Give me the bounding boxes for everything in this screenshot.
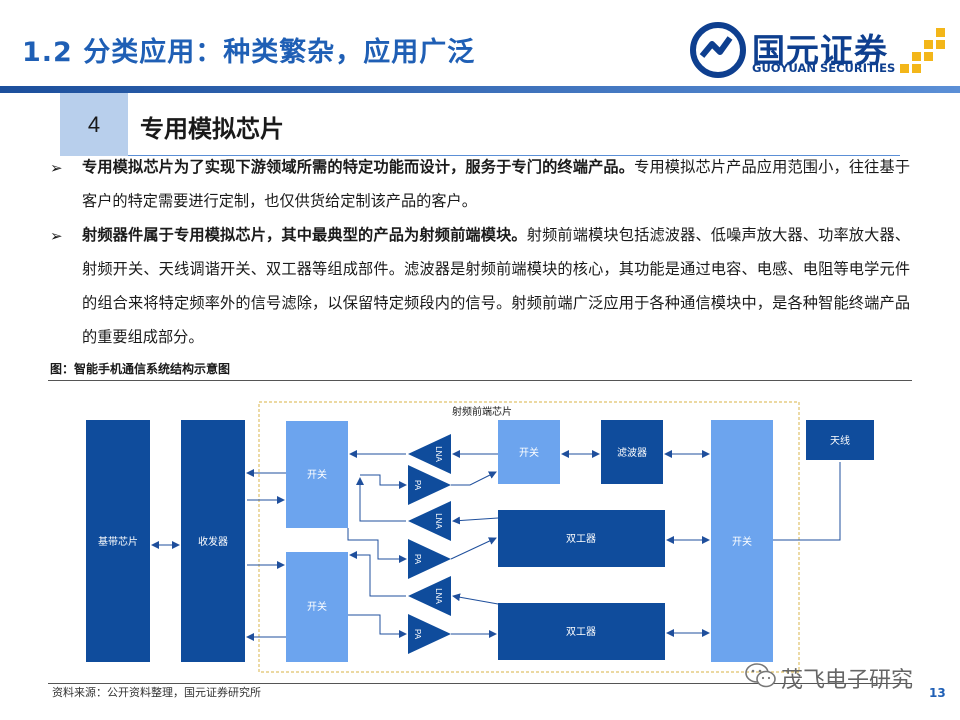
paragraph-2-text: 射频前端模块包括滤波器、低噪声放大器、功率放大器、射频开关、天线调谐开关、双工器… xyxy=(82,226,911,346)
filter-label: 滤波器 xyxy=(617,446,647,459)
section-number: 4 xyxy=(87,111,101,137)
pa-1: PA xyxy=(408,465,451,505)
pa-3-label: PA xyxy=(413,629,422,640)
lna-1: LNA xyxy=(408,434,451,474)
page-number: 13 xyxy=(929,686,946,700)
switch-2-block xyxy=(286,552,348,662)
switch-4-label: 开关 xyxy=(732,535,752,548)
baseband-block xyxy=(86,420,150,662)
duplexer-2-label: 双工器 xyxy=(566,626,596,638)
section-underline xyxy=(128,155,900,156)
watermark-text: 茂飞电子研究 xyxy=(781,668,914,693)
lna-3: LNA xyxy=(408,576,451,616)
transceiver-block xyxy=(181,420,245,662)
transceiver-label: 收发器 xyxy=(198,535,228,548)
figure-caption: 图：智能手机通信系统结构示意图 xyxy=(50,362,231,376)
rf-frontend-label: 射频前端芯片 xyxy=(452,405,512,418)
switch-3-block xyxy=(498,420,560,484)
switch-4-block xyxy=(711,420,773,662)
section-title: 专用模拟芯片 xyxy=(140,115,284,143)
rf-frontend-boundary xyxy=(258,401,800,673)
pa-2: PA xyxy=(408,539,451,579)
switch-2-label: 开关 xyxy=(307,600,327,613)
section-number-box: 4 xyxy=(60,93,128,156)
duplexer-1-block xyxy=(498,510,665,567)
paragraph-2-bold: 射频器件属于专用模拟芯片，其中最典型的产品为射频前端模块。 xyxy=(82,226,527,244)
antenna-label: 天线 xyxy=(830,434,850,447)
figure-caption-line xyxy=(48,380,912,381)
duplexer-2-block xyxy=(498,603,665,660)
filter-block xyxy=(601,420,663,484)
lna-3-label: LNA xyxy=(434,588,443,604)
logo-dots-icon xyxy=(900,28,945,73)
bullet-arrow-icon: ➢ xyxy=(50,227,63,245)
paragraph-1: 专用模拟芯片为了实现下游领域所需的特定功能而设计，服务于专门的终端产品。专用模拟… xyxy=(82,150,910,218)
wechat-icon xyxy=(745,663,776,688)
logo-mark-icon xyxy=(690,22,746,78)
logo-chinese-name: 国元证券 xyxy=(752,31,888,70)
paragraph-2: 射频器件属于专用模拟芯片，其中最典型的产品为射频前端模块。射频前端模块包括滤波器… xyxy=(82,218,910,354)
rf-system-diagram: 射频前端芯片 基带芯片 收发器 开关 开关 开关 滤波器 双工器 双工器 开关 … xyxy=(86,401,874,673)
paragraph-1-text: 专用模拟芯片产品应用范围小，往往基于客户的特定需要进行定制，也仅供货给定制该产品… xyxy=(82,158,911,210)
lna-1-label: LNA xyxy=(434,446,443,462)
lna-2: LNA xyxy=(408,501,451,541)
header-divider-bar xyxy=(0,86,960,93)
diagram-connectors xyxy=(151,450,841,641)
switch-3-label: 开关 xyxy=(519,446,539,459)
pa-2-label: PA xyxy=(413,554,422,565)
company-logo: 国元证券 GUOYUAN SECURITIES xyxy=(690,22,952,78)
footer-line xyxy=(48,683,912,684)
switch-1-label: 开关 xyxy=(307,468,327,481)
lna-2-label: LNA xyxy=(434,513,443,529)
watermark: 茂飞电子研究 xyxy=(745,658,935,694)
pa-3: PA xyxy=(408,614,451,654)
page-title: 1.2 分类应用：种类繁杂，应用广泛 xyxy=(22,37,476,68)
antenna-block xyxy=(806,420,874,460)
pa-1-label: PA xyxy=(413,480,422,491)
logo-english-name: GUOYUAN SECURITIES xyxy=(752,61,896,75)
duplexer-1-label: 双工器 xyxy=(566,533,596,545)
baseband-label: 基带芯片 xyxy=(98,535,138,548)
switch-1-block xyxy=(286,421,348,528)
bullet-arrow-icon: ➢ xyxy=(50,159,63,177)
paragraph-1-bold: 专用模拟芯片为了实现下游领域所需的特定功能而设计，服务于专门的终端产品。 xyxy=(82,158,635,176)
source-note: 资料来源：公开资料整理，国元证券研究所 xyxy=(52,686,261,699)
